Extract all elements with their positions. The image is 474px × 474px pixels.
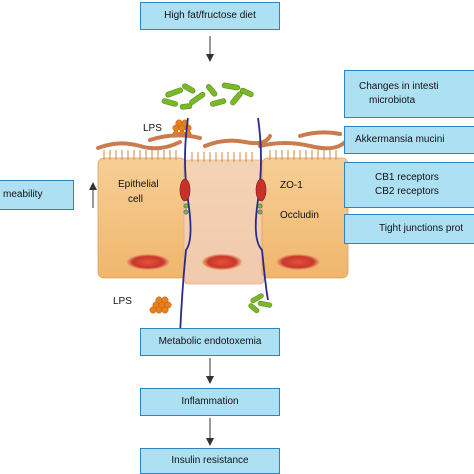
microbiota-label-1: Changes in intesti: [359, 81, 439, 92]
occludin-protein-dots: [183, 203, 263, 215]
microbiota-label-2: microbiota: [369, 95, 416, 106]
zo1-protein-left: [179, 178, 191, 202]
akkermansia-label: Akkermansia mucini: [355, 134, 445, 145]
junction-line-right: [254, 117, 269, 301]
insulin-label: Insulin resistance: [171, 455, 249, 466]
inflammation-label: Inflammation: [181, 396, 239, 407]
permeability-label: meability: [3, 189, 43, 200]
bacteria-cluster-bottom: [248, 293, 273, 314]
microvilli: [103, 150, 337, 162]
insulin-box: Insulin resistance: [140, 448, 280, 474]
tight-junctions-label: Tight junctions prot: [379, 223, 464, 234]
endotoxemia-box: Metabolic endotoxemia: [140, 328, 280, 356]
zo1-protein-right: [255, 178, 267, 202]
diet-label: High fat/fructose diet: [164, 10, 256, 21]
lps-label-top: LPS: [143, 123, 162, 134]
inflammation-box: Inflammation: [140, 388, 280, 416]
junction-line-left: [179, 117, 192, 336]
cb1-label: CB1 receptors: [375, 172, 439, 183]
nucleus-right: [276, 254, 320, 270]
endotoxemia-label: Metabolic endotoxemia: [158, 336, 262, 347]
microbiota-box: Changes in intesti microbiota: [344, 70, 474, 118]
epithelial-label-2: cell: [128, 194, 144, 205]
tight-junctions-box: Tight junctions prot: [344, 214, 474, 244]
nucleus-left: [126, 254, 170, 270]
occludin-label: Occludin: [280, 210, 319, 221]
cb2-label: CB2 receptors: [375, 186, 439, 197]
cb-receptors-box: CB1 receptors CB2 receptors: [344, 162, 474, 208]
zo1-label: ZO-1: [280, 180, 303, 191]
epithelial-label-1: Epithelial: [118, 179, 159, 190]
permeability-box: meability: [0, 180, 74, 210]
diet-box: High fat/fructose diet: [140, 2, 280, 30]
akkermansia-box: Akkermansia mucini: [344, 126, 474, 154]
nucleus-middle: [202, 254, 242, 270]
bacteria-cluster-top: [161, 82, 254, 110]
lps-label-bottom: LPS: [113, 296, 132, 307]
mucus-strands: [96, 130, 347, 151]
lps-cluster-bottom: [149, 296, 172, 314]
